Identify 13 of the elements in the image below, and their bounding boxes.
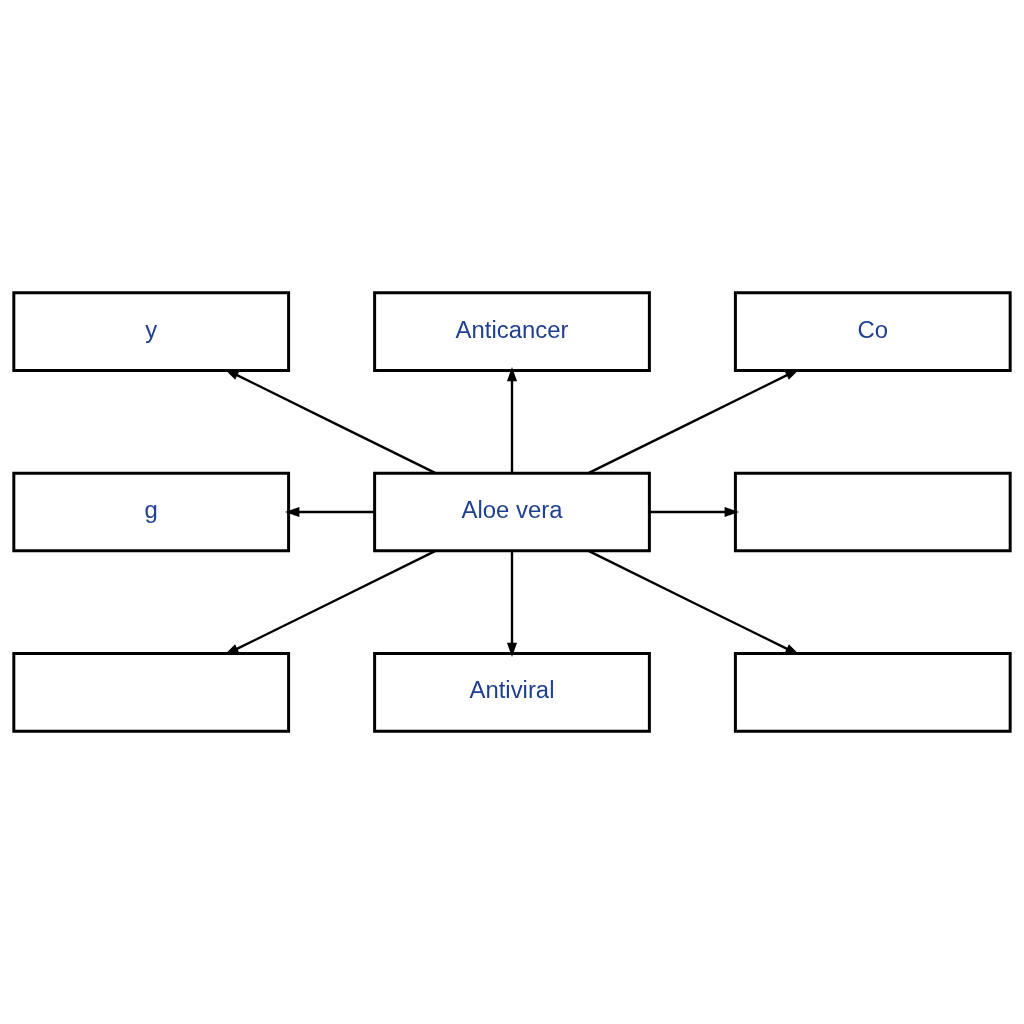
node-box: [12, 652, 291, 733]
node-box: g: [12, 471, 291, 553]
node-box: Aloe vera: [373, 471, 651, 553]
node-box: y: [12, 291, 291, 372]
node-box: Antiviral: [373, 652, 651, 733]
node-box: [733, 652, 1012, 733]
arrow: [285, 506, 375, 518]
arrow: [506, 550, 518, 658]
arrow: [506, 366, 518, 474]
node-box: Anticancer: [373, 291, 651, 372]
node-box: Co: [733, 291, 1012, 372]
arrow: [649, 506, 739, 518]
node-box: [733, 471, 1012, 553]
